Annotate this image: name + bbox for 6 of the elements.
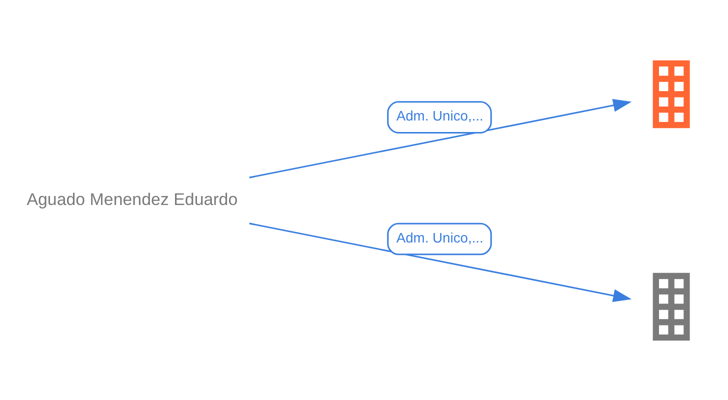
node-picture: [652, 60, 690, 128]
edge-label: Adm. Unico,...: [396, 228, 484, 245]
arrow: [249, 98, 632, 178]
node-picture: [652, 272, 690, 340]
edge-label: Adm. Unico,...: [396, 107, 484, 124]
node-text: Aguado Menendez Eduardo: [26, 189, 238, 208]
